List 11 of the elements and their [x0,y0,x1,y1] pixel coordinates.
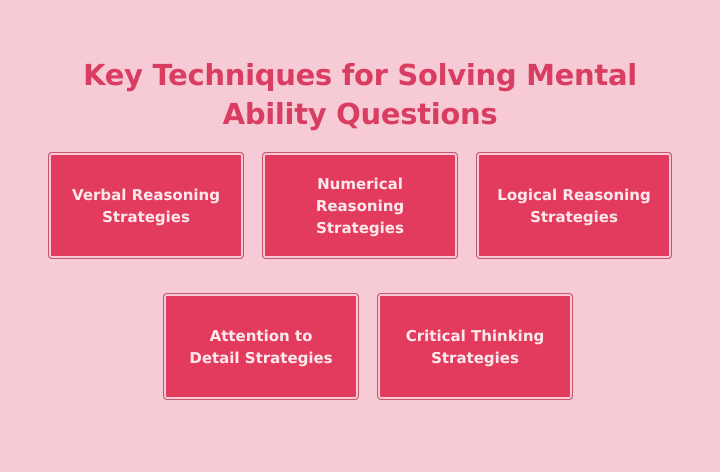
title: Key Techniques for Solving Mental Ability Questions [82,57,638,133]
card-label: Critical Thinking Strategies [404,326,546,368]
card-label: Attention to Detail Strategies [188,326,334,368]
strategy-card [377,293,573,400]
strategy-card [48,152,244,259]
strategy-card [476,152,672,259]
card-label: Numerical Reasoning Strategies [314,174,406,238]
card-label: Logical Reasoning Strategies [496,184,652,228]
card-label: Verbal Reasoning Strategies [71,184,221,228]
strategy-card [163,293,359,400]
strategy-card [262,152,458,259]
